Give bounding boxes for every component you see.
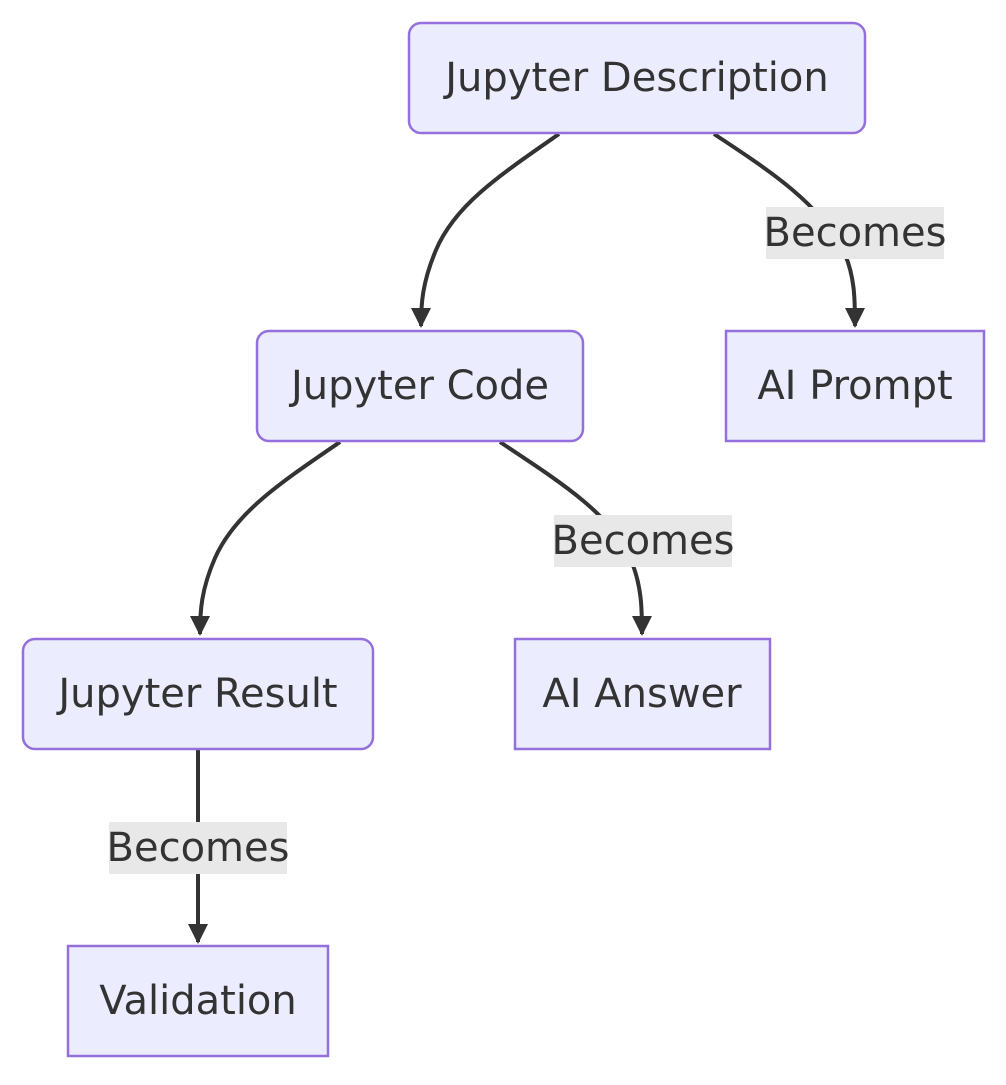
node-jupyter-code[interactable]: Jupyter Code xyxy=(255,329,585,443)
node-label: Jupyter Result xyxy=(55,671,337,717)
edges-layer xyxy=(188,132,865,944)
edge-code-to-result xyxy=(190,440,342,636)
node-jupyter-description[interactable]: Jupyter Description xyxy=(407,21,867,135)
node-label: AI Prompt xyxy=(757,363,952,409)
edge-label-text: Becomes xyxy=(552,518,735,564)
edge-label-text: Becomes xyxy=(107,825,290,871)
edge-description-to-code xyxy=(411,132,561,328)
edge-label-result-to-validation: Becomes xyxy=(107,822,290,874)
node-label: Jupyter Description xyxy=(442,55,828,101)
node-label: Validation xyxy=(99,978,297,1024)
edge-label-text: Becomes xyxy=(764,210,947,256)
node-label: Jupyter Code xyxy=(288,363,549,409)
nodes-layer: Jupyter Description Jupyter Code AI Prom… xyxy=(21,21,986,1058)
edge-labels-layer: Becomes Becomes Becomes xyxy=(107,207,947,874)
node-validation[interactable]: Validation xyxy=(66,944,330,1058)
node-label: AI Answer xyxy=(542,671,742,717)
node-ai-answer[interactable]: AI Answer xyxy=(513,637,772,751)
node-ai-prompt[interactable]: AI Prompt xyxy=(724,329,986,443)
edge-label-description-to-prompt: Becomes xyxy=(764,207,947,259)
edge-label-code-to-answer: Becomes xyxy=(552,515,735,567)
node-jupyter-result[interactable]: Jupyter Result xyxy=(21,637,375,751)
